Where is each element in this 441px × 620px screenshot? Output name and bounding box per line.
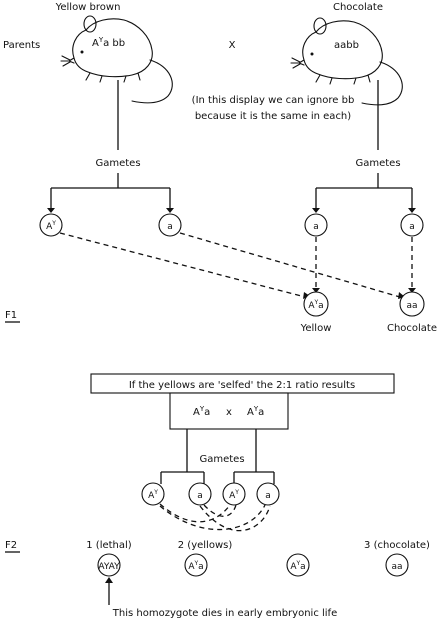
arrowhead-icon [47, 208, 55, 213]
f2-note: This homozygote dies in early embryonic … [112, 608, 337, 619]
f2-class-yellow: 2 (yellows) [178, 540, 233, 551]
selfed-banner: If the yellows are 'selfed' the 2:1 rati… [129, 380, 355, 391]
parent-left-genotype: AYa bb [92, 36, 125, 49]
f2-class-lethal: 1 (lethal) [86, 540, 132, 551]
parent-right-genotype: aabb [334, 40, 359, 51]
gametes-label-left: Gametes [95, 158, 140, 169]
arrowhead-icon [312, 208, 320, 213]
dashed-arc [199, 505, 271, 532]
f2-class-chocolate: 3 (chocolate) [364, 540, 430, 551]
f2-genotype-yellow-1: AYa [188, 560, 203, 572]
mouse-right-icon [290, 17, 403, 106]
gamete-left-1: AY [46, 220, 56, 232]
arrowhead-icon [303, 292, 310, 299]
f2-genotype-chocolate: aa [391, 562, 402, 572]
arrowhead-icon [312, 288, 320, 293]
gamete-circle [39, 213, 63, 237]
dashed-arrow [59, 232, 306, 298]
note-line-1: (In this display we can ignore bb [192, 95, 355, 106]
selfed-gamete-circle [188, 482, 212, 506]
f2-genotype-circle [97, 553, 121, 577]
f2-label: F2 [5, 540, 17, 551]
f2-genotype-yellow-2: AYa [290, 560, 305, 572]
parent-right-phenotype: Chocolate [333, 2, 383, 13]
f2-genotype-circle [286, 553, 310, 577]
mouse-left-icon [60, 15, 173, 104]
f1-offspring-circle [303, 291, 329, 317]
gamete-left-2: a [167, 222, 173, 232]
arrowhead-icon [408, 208, 416, 213]
selfed-parent-left: AYa [193, 405, 210, 418]
parent-left-phenotype: Yellow brown [55, 2, 121, 13]
parents-cross-symbol: X [229, 40, 236, 51]
parents-label: Parents [3, 40, 40, 51]
selfed-cross-symbol: x [226, 407, 232, 418]
f1-offspring-2-genotype: aa [406, 301, 417, 311]
selfed-gamete-4: a [265, 491, 271, 501]
selfed-gamete-circle [256, 482, 280, 506]
f1-label: F1 [5, 310, 17, 321]
dashed-arc [159, 503, 231, 523]
gamete-right-2: a [409, 222, 415, 232]
arrowhead-icon [408, 288, 416, 293]
selfed-gamete-circle [222, 482, 246, 506]
selfed-gamete-2: a [197, 491, 203, 501]
gamete-circle [400, 213, 424, 237]
gamete-circle [158, 213, 182, 237]
gametes-label-right: Gametes [355, 158, 400, 169]
arrowhead-icon [166, 208, 174, 213]
f1-offspring-2-phenotype: Chocolate [387, 323, 437, 334]
dashed-arc [203, 504, 237, 517]
f1-offspring-circle [399, 291, 425, 317]
selfed-parent-right: AYa [247, 405, 264, 418]
note-line-2: because it is the same in each) [195, 111, 351, 122]
f2-genotype-circle [184, 553, 208, 577]
selfed-gamete-3: AY [229, 489, 239, 501]
selfed-gamete-1: AY [148, 489, 158, 501]
selfed-gametes-label: Gametes [199, 454, 244, 465]
selfed-gamete-circle [141, 482, 165, 506]
f2-genotype-circle [385, 553, 409, 577]
f1-offspring-1-phenotype: Yellow [300, 323, 332, 334]
gamete-circle [304, 213, 328, 237]
f1-offspring-1-genotype: AYa [308, 299, 323, 311]
dashed-arrow [179, 232, 401, 298]
selfed-cross-box [169, 392, 289, 430]
f2-genotype-lethal: AYAY [98, 562, 120, 572]
dashed-arc [159, 504, 266, 531]
arrowhead-icon [105, 577, 113, 583]
gamete-right-1: a [313, 222, 319, 232]
